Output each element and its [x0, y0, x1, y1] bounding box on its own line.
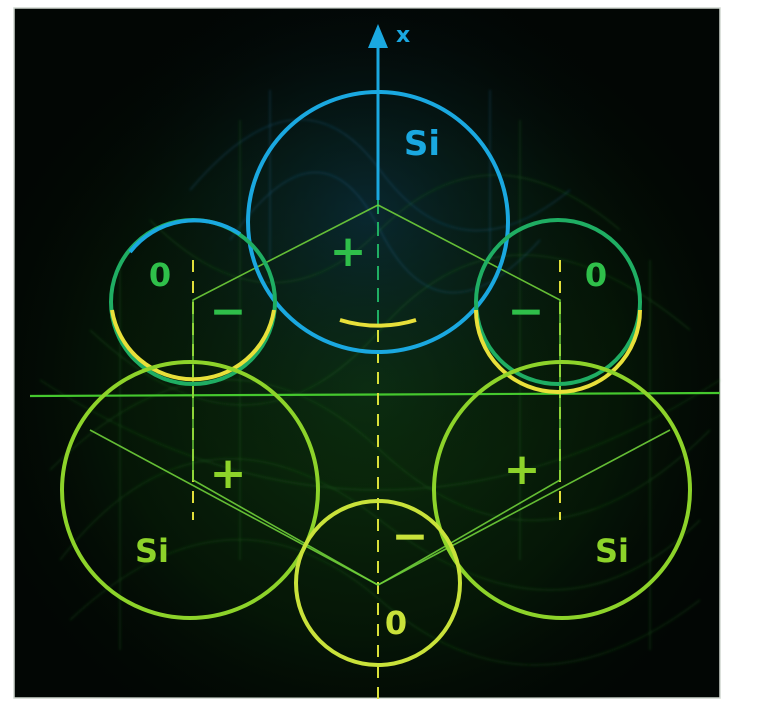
atom-o-bottom-label: 0 [385, 604, 407, 642]
atom-o-right-label: 0 [585, 256, 607, 294]
sign-top-center: + [330, 226, 367, 277]
sign-right-lower: + [504, 444, 541, 495]
sign-left-upper: − [210, 286, 247, 337]
sign-bottom-center: − [392, 511, 429, 562]
atom-si-right-label: Si [595, 532, 629, 570]
atom-si-top-label: Si [404, 124, 440, 164]
sign-right-upper: − [508, 286, 545, 337]
atom-si-left-label: Si [135, 532, 169, 570]
atom-o-left-label: 0 [149, 256, 171, 294]
sign-left-lower: + [210, 448, 247, 499]
x-axis-label: x [396, 23, 410, 48]
